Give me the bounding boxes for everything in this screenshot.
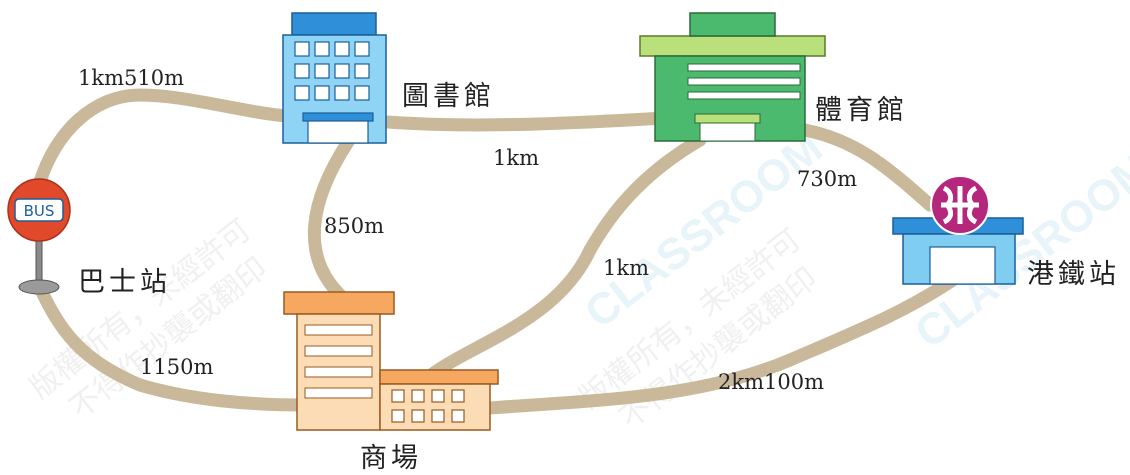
library-window [314,63,330,79]
library-window [334,85,350,101]
mall-window [431,389,445,403]
road-library-sports [381,111,672,132]
library-window [354,63,370,79]
mall-building [283,291,499,431]
library-window [354,85,370,101]
library-window [294,85,310,101]
mtr-station-building [892,175,1024,285]
label-library: 圖書館 [402,81,495,112]
road-sports-mtr [798,123,937,212]
mall-window [431,409,445,423]
roads [31,88,967,415]
road-mall-mtr [483,268,967,415]
road-bus-mall [33,281,307,412]
label-mtr-station: 港鐵站 [1027,259,1120,290]
library-window [314,85,330,101]
label-sports-center: 體育館 [815,95,908,126]
distance-library-mall: 850m [324,214,384,238]
library-window [334,63,350,79]
library-window [294,41,310,57]
distance-sports-mtr: 730m [797,167,857,191]
mall-window [451,409,465,423]
road-library-mall [307,135,355,302]
distance-bus-mall: 1150m [140,355,214,379]
library-window [294,63,310,79]
mtr-symbol-icon [941,185,979,225]
library-building [282,12,387,144]
library-window [334,41,350,57]
label-bus-stop: 巴士站 [78,267,171,298]
distance-mall-mtr: 2km100m [718,370,824,394]
road-sports-mall [418,133,707,387]
sports-center-building [639,12,826,142]
mall-window [411,409,425,423]
distance-library-sports: 1km [493,146,539,170]
distance-bus-library: 1km510m [78,66,184,90]
mall-window [411,389,425,403]
mall-window [391,389,405,403]
distance-sports-mall: 1km [603,256,649,280]
library-window [354,41,370,57]
label-mall: 商場 [360,443,422,474]
road-bus-library [31,88,307,195]
library-window [314,41,330,57]
mall-window [451,389,465,403]
mall-window [391,409,405,423]
bus-sign-text: BUS [24,202,55,220]
bus-stop-sign: BUS [7,178,71,295]
